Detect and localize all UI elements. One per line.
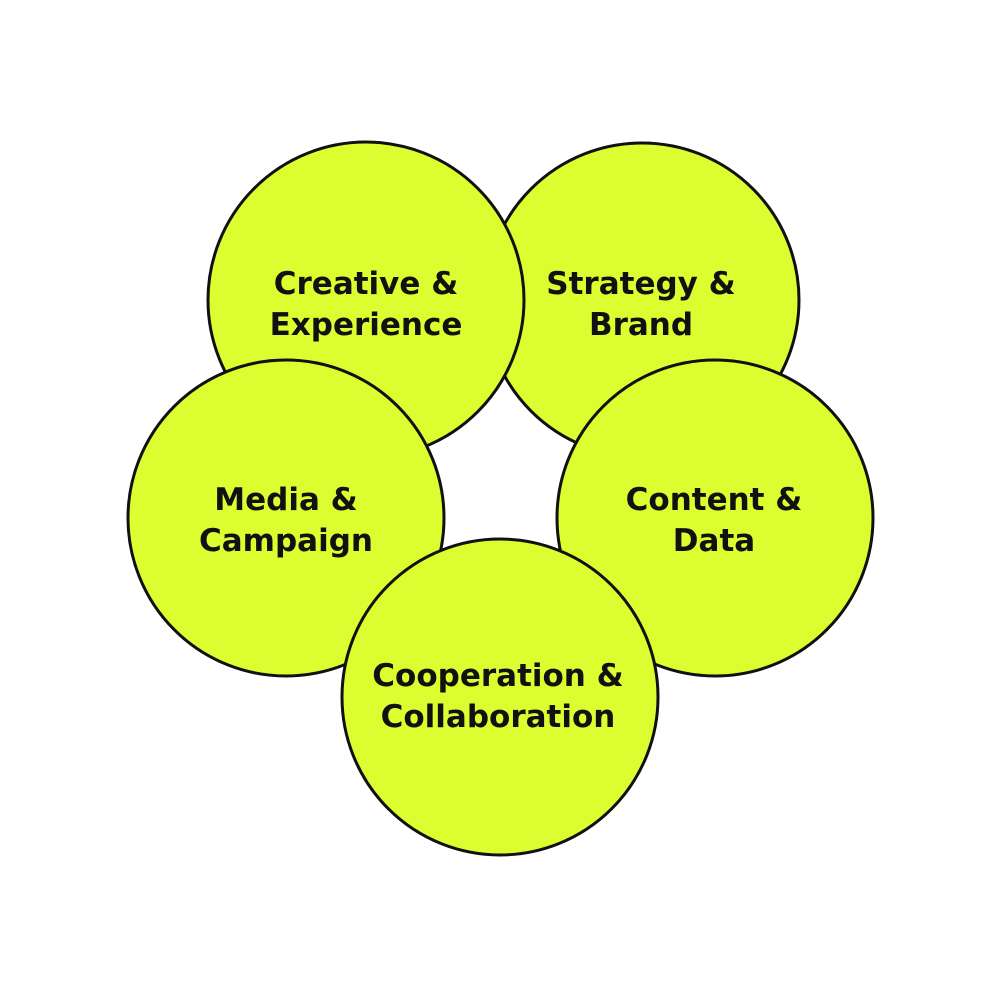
label-line: Cooperation &: [372, 658, 624, 694]
label-media-campaign: Media & Campaign: [126, 480, 446, 562]
label-line: Campaign: [199, 523, 373, 559]
label-line: Media &: [214, 482, 358, 518]
label-creative-experience: Creative & Experience: [206, 264, 526, 346]
circle-media-campaign: [126, 358, 446, 678]
label-line: Experience: [269, 307, 463, 343]
label-strategy-brand: Strategy & Brand: [481, 264, 801, 346]
circle-content-data: [555, 358, 875, 678]
label-line: Collaboration: [380, 699, 616, 735]
label-line: Brand: [588, 307, 694, 343]
circle-cooperation-collaboration: [340, 537, 660, 857]
label-line: Strategy &: [546, 266, 736, 302]
label-line: Data: [672, 523, 756, 559]
label-line: Content &: [625, 482, 803, 518]
label-content-data: Content & Data: [554, 480, 874, 562]
label-line: Creative &: [273, 266, 459, 302]
label-cooperation-collaboration: Cooperation & Collaboration: [338, 656, 658, 738]
